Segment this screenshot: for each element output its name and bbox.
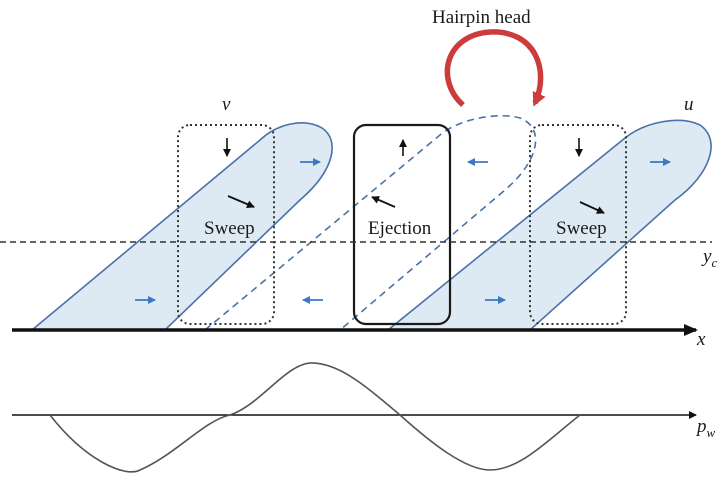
- diagonal-arrow-right-icon: [579, 201, 605, 214]
- pressure-wave: [49, 362, 581, 473]
- hairpin-head-label: Hairpin head: [432, 7, 531, 28]
- ejection-label: Ejection: [368, 218, 432, 239]
- yc-label: yc: [701, 246, 717, 270]
- x-axis-label: x: [696, 329, 706, 350]
- structure-middle-dashed: [204, 115, 537, 331]
- sweep-right-label: Sweep: [556, 218, 607, 239]
- hairpin-arrow-icon: [444, 29, 546, 108]
- pw-axis-label: pw: [695, 416, 716, 440]
- u-label: u: [684, 94, 694, 115]
- ejection-box: [352, 123, 452, 326]
- diagonal-arrow-middle-icon: [371, 196, 396, 208]
- sweep-box-right: [529, 124, 627, 325]
- structure-right: [385, 119, 712, 331]
- diagonal-arrow-left-icon: [227, 195, 255, 208]
- sweep-box-left: [177, 124, 275, 325]
- v-label: v: [222, 94, 231, 115]
- structure-left: [29, 122, 333, 331]
- sweep-left-label: Sweep: [204, 218, 255, 239]
